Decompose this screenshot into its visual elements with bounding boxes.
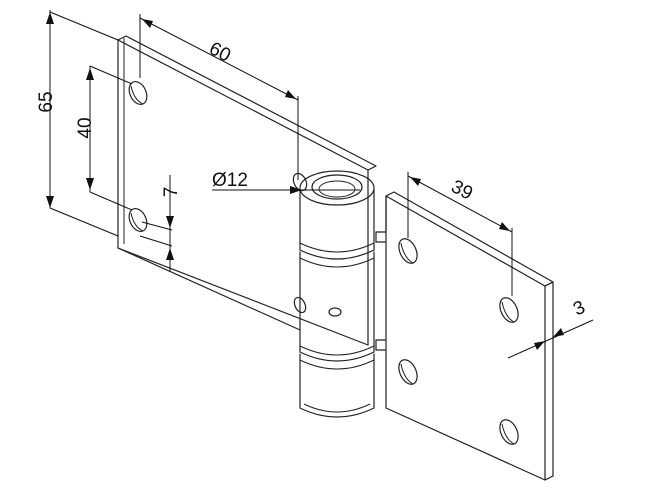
dim-65-label: 65 [36, 91, 57, 112]
right-hole-2 [499, 297, 519, 323]
dim-39: 39 [407, 172, 513, 296]
dim-60: 60 [139, 14, 299, 180]
dim-7: 7 [139, 175, 182, 272]
left-leaf-holes [128, 81, 308, 314]
right-leaf-holes [398, 238, 519, 445]
left-hole-bottom [128, 208, 148, 232]
dim-diameter-label: Ø12 [212, 170, 248, 191]
set-screw [328, 307, 342, 317]
right-hole-4 [499, 419, 519, 445]
hinge-knuckle [299, 170, 375, 418]
right-leaf [375, 191, 554, 481]
right-hole-3 [398, 359, 418, 385]
right-hole-1 [398, 238, 418, 264]
dim-65: 65 [36, 10, 119, 237]
dim-7-label: 7 [161, 187, 182, 198]
dim-3: 3 [507, 297, 594, 359]
left-hole-top [128, 81, 148, 105]
dim-39-label: 39 [448, 176, 476, 204]
dim-diameter-12: Ø12 [212, 170, 360, 194]
dim-40-label: 40 [75, 117, 96, 138]
dim-40: 40 [75, 65, 133, 211]
left-leaf [117, 35, 377, 346]
dim-60-label: 60 [206, 38, 234, 66]
dim-3-label: 3 [570, 297, 588, 321]
